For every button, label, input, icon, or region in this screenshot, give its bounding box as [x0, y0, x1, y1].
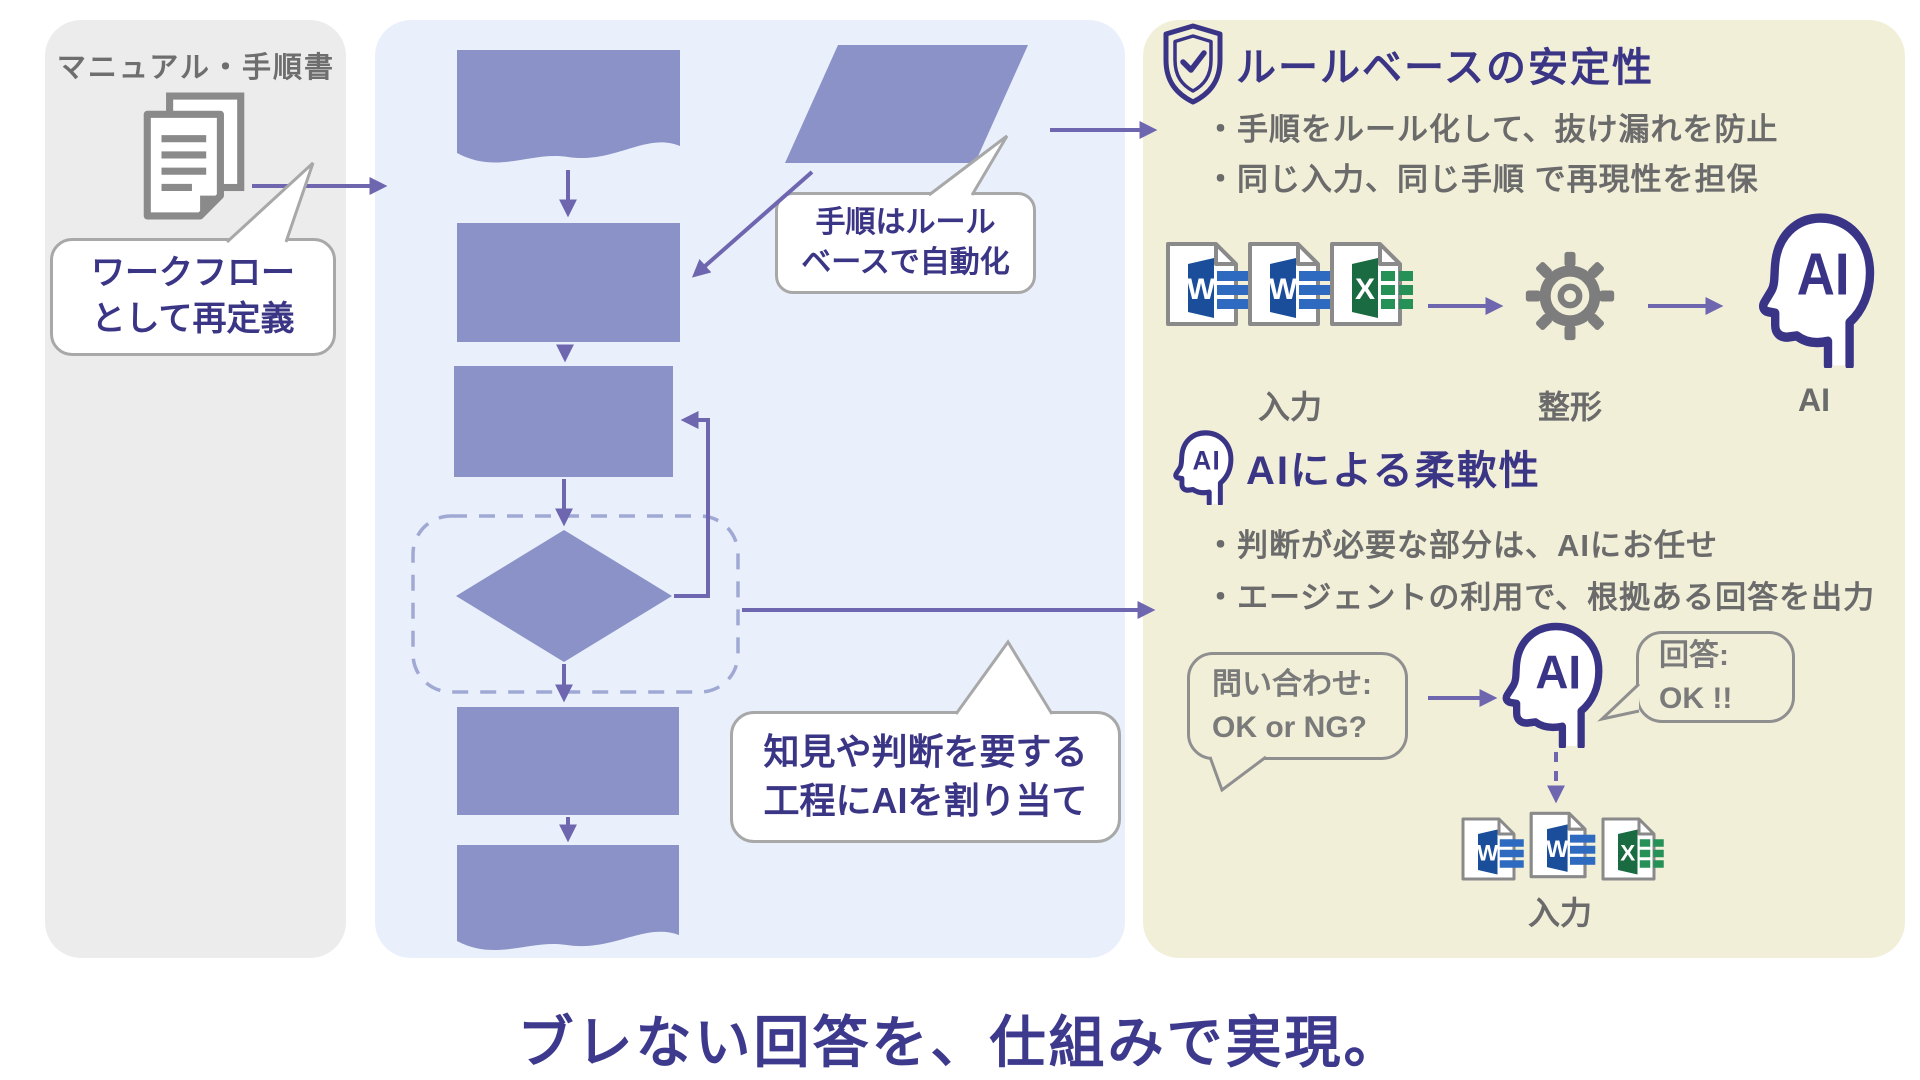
- rule-bullet-1: ・手順をルール化して、抜け漏れを防止: [1205, 112, 1779, 147]
- rule-bubble-line2: ベースで自動化: [801, 246, 1010, 279]
- inquiry-bubble: 問い合わせ: OK or NG?: [1187, 652, 1408, 760]
- manual-title: マニュアル・手順書: [56, 52, 336, 84]
- input-label: 入力: [1257, 389, 1323, 425]
- answer-bubble: 回答: OK !!: [1636, 631, 1795, 723]
- excel-file-icon: X: [1330, 242, 1413, 326]
- ai-section-header: AI AIによる柔軟性: [1172, 428, 1541, 506]
- benefits-panel: [1143, 20, 1905, 958]
- word-file-icon: W: [1166, 242, 1249, 326]
- svg-text:X: X: [1355, 273, 1375, 306]
- svg-text:W: W: [1546, 836, 1569, 863]
- ai-head-icon: AI: [1502, 622, 1603, 748]
- rule-automation-bubble: 手順はルール ベースで自動化: [775, 192, 1036, 294]
- svg-text:X: X: [1620, 840, 1635, 865]
- workflow-bubble-line2: として再定義: [91, 300, 295, 338]
- ai-bullet-1: ・判断が必要な部分は、AIにお任せ: [1205, 528, 1718, 563]
- assign-bubble-line2: 工程にAIを割り当て: [763, 780, 1088, 821]
- word-file-icon: W: [1461, 817, 1524, 881]
- ai-bullet-2: ・エージェントの利用で、根拠ある回答を出力: [1205, 580, 1876, 615]
- output-input-label: 入力: [1527, 895, 1593, 931]
- answer-line2: OK !!: [1659, 682, 1733, 715]
- ai-assign-bubble: 知見や判断を要する 工程にAIを割り当て: [730, 711, 1121, 843]
- rule-section-title: ルールベースの安定性: [1236, 46, 1654, 90]
- excel-file-icon: X: [1601, 817, 1664, 881]
- tagline: ブレない回答を、仕組みで実現。: [517, 1011, 1403, 1074]
- ai-head-icon: AI: [1759, 213, 1875, 368]
- rule-section-header: ルールベースの安定性: [1162, 22, 1654, 106]
- workflow-bubble-line1: ワークフロー: [91, 254, 295, 293]
- workflow-redefine-bubble: ワークフロー として再定義: [50, 238, 336, 356]
- assign-bubble-line1: 知見や判断を要する: [763, 731, 1088, 773]
- svg-text:AI: AI: [1535, 645, 1581, 698]
- word-file-icon: W: [1529, 811, 1596, 879]
- svg-text:W: W: [1477, 840, 1499, 865]
- svg-text:W: W: [1187, 273, 1216, 306]
- svg-text:W: W: [1269, 273, 1298, 306]
- answer-line1: 回答:: [1659, 638, 1729, 672]
- ai-head-small-icon: AI: [1173, 430, 1234, 505]
- ai-section-title: AIによる柔軟性: [1246, 449, 1541, 493]
- gear-icon: [1525, 251, 1615, 341]
- svg-text:AI: AI: [1192, 445, 1221, 476]
- shield-check-icon: [1163, 23, 1223, 105]
- inquiry-line1: 問い合わせ:: [1212, 667, 1372, 701]
- format-label: 整形: [1537, 389, 1603, 425]
- ai-label: AI: [1798, 382, 1830, 418]
- inquiry-line2: OK or NG?: [1212, 711, 1367, 744]
- word-file-icon: W: [1248, 242, 1331, 326]
- svg-text:AI: AI: [1797, 241, 1850, 307]
- rule-bubble-line1: 手順はルール: [815, 205, 996, 239]
- rule-bullet-2: ・同じ入力、同じ手順 で再現性を担保: [1205, 162, 1759, 197]
- manual-documents-icon: [143, 92, 245, 220]
